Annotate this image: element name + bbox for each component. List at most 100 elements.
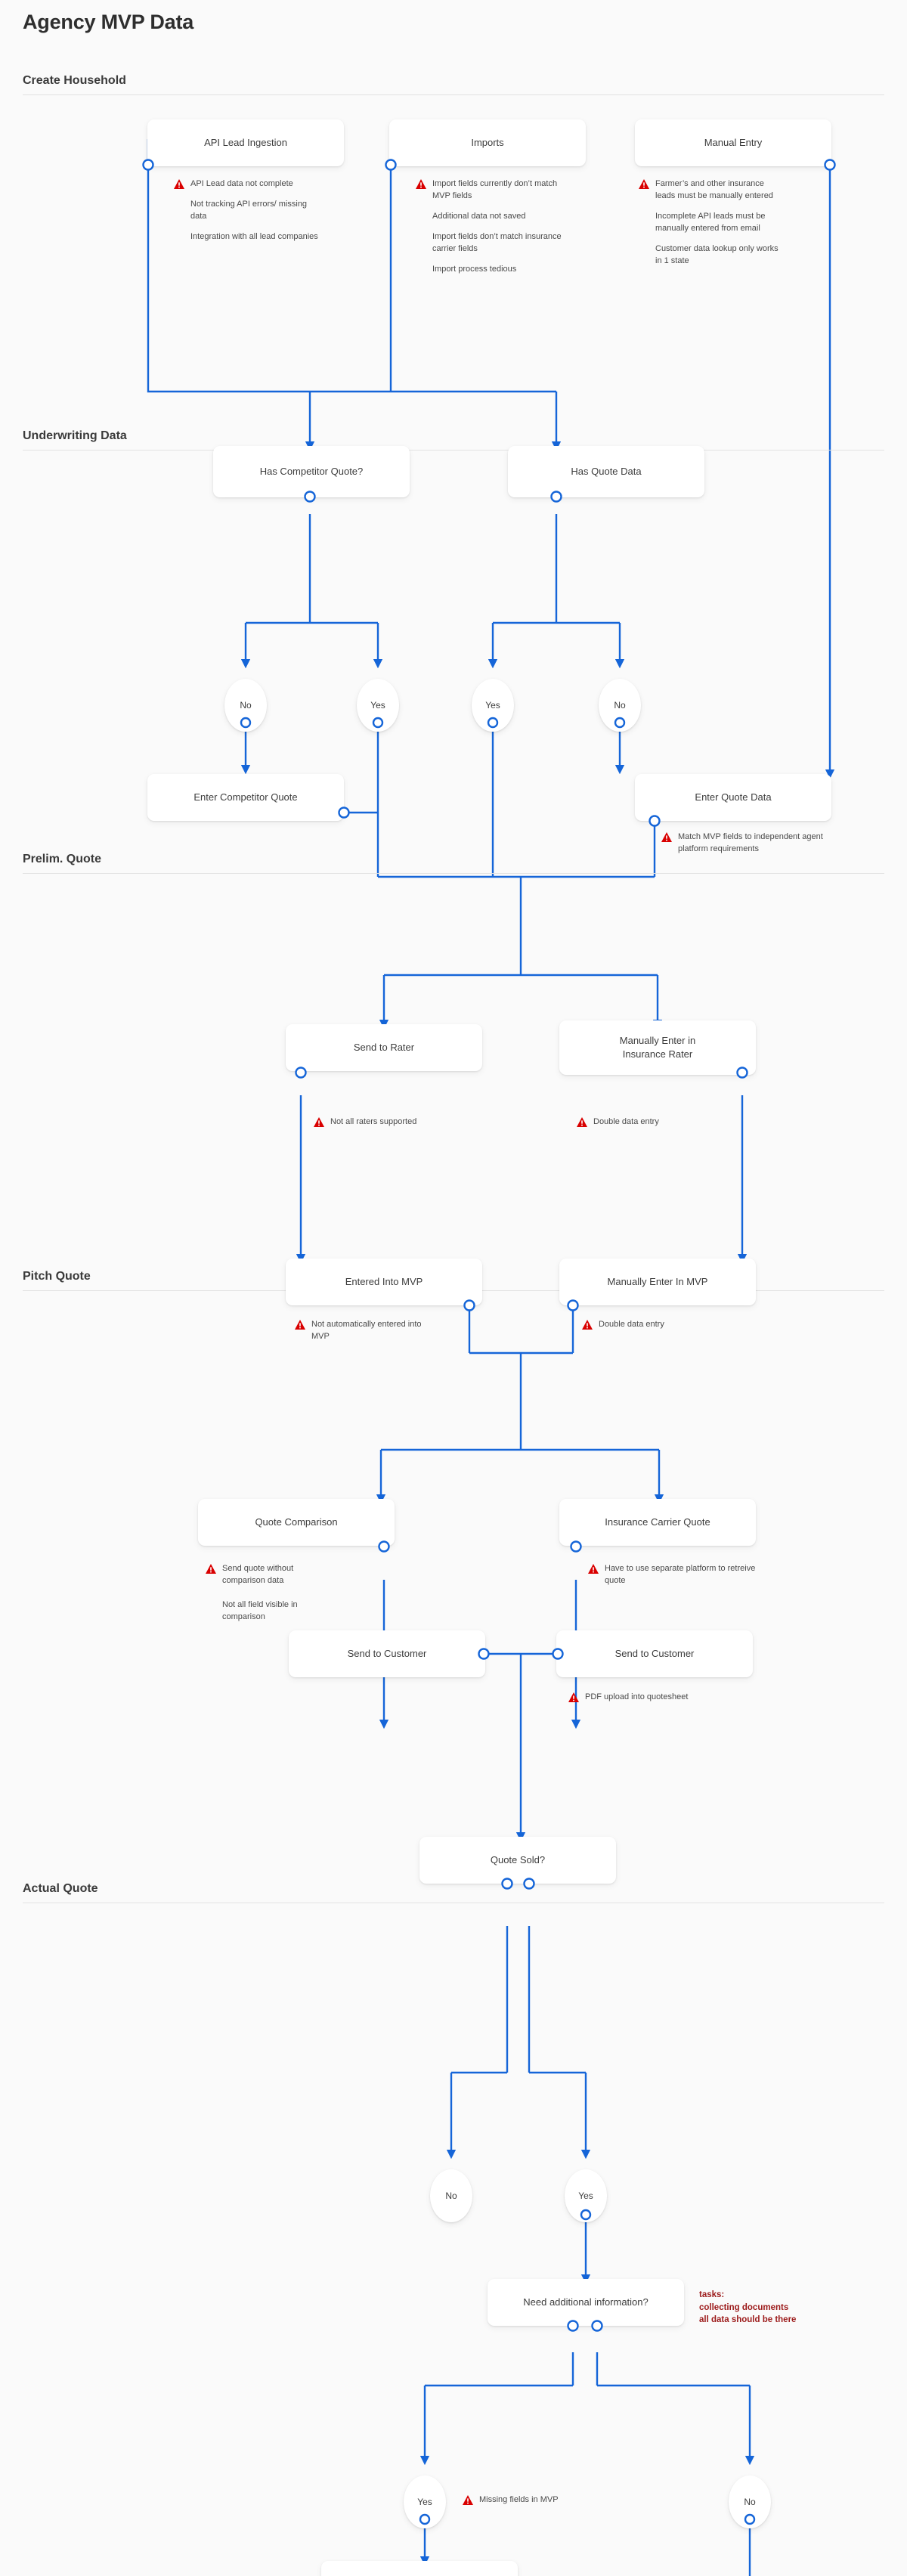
annotation-row: Send quote without comparison data (206, 1563, 334, 1587)
node-label: Quote Comparison (255, 1516, 338, 1528)
warning-triangle-icon (588, 1564, 599, 1574)
node-label: Need additional information? (523, 2296, 649, 2308)
annotation-row: Import fields don’t match insurance carr… (432, 231, 562, 253)
node-manually-enter-in-mvp[interactable]: Manually Enter In MVP (559, 1259, 756, 1305)
node-has-quote-data[interactable]: Has Quote Data (508, 446, 704, 497)
node-label: API Lead Ingestion (204, 137, 287, 149)
warning-triangle-icon (661, 832, 672, 842)
node-label: Send to Customer (347, 1648, 427, 1660)
annotation-row: Not all raters supported (314, 1116, 476, 1129)
node-enter-competitor-quote[interactable]: Enter Competitor Quote (147, 774, 344, 821)
warning-triangle-icon (577, 1117, 587, 1127)
node-decision-no-quotedata[interactable]: No (599, 679, 641, 732)
node-label: Insurance Carrier Quote (605, 1516, 710, 1528)
node-entered-into-mvp[interactable]: Entered Into MVP (286, 1259, 482, 1305)
node-send-to-customer-right[interactable]: Send to Customer (556, 1630, 753, 1677)
tasks-note-line: tasks: (699, 2290, 725, 2299)
node-label: No (240, 700, 252, 711)
node-label: No (614, 700, 626, 711)
section-divider (23, 873, 884, 874)
warning-triangle-icon (582, 1320, 593, 1330)
warning-triangle-icon (568, 1692, 579, 1702)
annotation-row: Farmer’s and other insurance leads must … (639, 178, 786, 203)
annotation-row: Import process tedious (432, 264, 517, 274)
annotations-manually-enter-mvp: Double data entry (582, 1319, 726, 1331)
tasks-note-line: all data should be there (699, 2315, 797, 2325)
annotation-row: Have to use separate platform to retreiv… (588, 1563, 762, 1587)
annotation-row: Incomplete API leads must be manually en… (655, 211, 766, 233)
section-label: Prelim. Quote (23, 853, 102, 865)
node-label: Enter Competitor Quote (193, 791, 298, 803)
annotations-imports: Import fields currently don’t match MVP … (416, 178, 571, 276)
node-label: Enter Quote Data (695, 791, 772, 803)
section-label: Actual Quote (23, 1882, 98, 1895)
annotation-row: Double data entry (577, 1116, 739, 1129)
warning-triangle-icon (314, 1117, 324, 1127)
section-label: Create Household (23, 74, 126, 87)
annotations-send-to-rater: Not all raters supported (314, 1116, 476, 1129)
warning-triangle-icon (463, 2495, 473, 2505)
section-label: Pitch Quote (23, 1270, 91, 1283)
page-title: Agency MVP Data (23, 11, 194, 33)
node-enter-into-mvp[interactable]: Enter Into MVP (321, 2561, 518, 2576)
annotations-insurance-carrier-quote: Have to use separate platform to retreiv… (588, 1563, 762, 1587)
node-label: No (744, 2497, 756, 2507)
node-has-competitor-quote[interactable]: Has Competitor Quote? (213, 446, 410, 497)
node-manually-enter-in-insurance-rater[interactable]: Manually Enter in Insurance Rater (559, 1020, 756, 1075)
node-imports[interactable]: Imports (389, 119, 586, 166)
node-manual-entry[interactable]: Manual Entry (635, 119, 831, 166)
annotation-row: Not all field visible in comparison (222, 1599, 298, 1621)
node-send-to-rater[interactable]: Send to Rater (286, 1024, 482, 1071)
annotation-row: Not tracking API errors/ missing data (190, 199, 308, 221)
annotations-manual-entry: Farmer’s and other insurance leads must … (639, 178, 786, 268)
annotations-manually-enter-rater: Double data entry (577, 1116, 739, 1129)
annotations-need-yes: Missing fields in MVP (463, 2494, 614, 2506)
node-decision-no-competitor[interactable]: No (224, 679, 267, 732)
node-send-to-customer-left[interactable]: Send to Customer (289, 1630, 485, 1677)
node-label-line2: Insurance Rater (622, 1048, 693, 1060)
warning-triangle-icon (416, 179, 426, 189)
annotations-enter-quote-data: Match MVP fields to independent agent pl… (661, 831, 843, 856)
annotation-row: Import fields currently don’t match MVP … (416, 178, 571, 203)
node-decision-sold-no[interactable]: No (430, 2169, 472, 2222)
warning-triangle-icon (295, 1320, 305, 1330)
annotation-row: Customer data lookup only works in 1 sta… (655, 243, 779, 265)
node-label: Yes (417, 2497, 432, 2507)
annotations-entered-into-mvp: Not automatically entered into MVP (295, 1319, 438, 1343)
node-decision-yes-competitor[interactable]: Yes (357, 679, 399, 732)
node-label: Has Competitor Quote? (259, 466, 364, 478)
annotation-row: Additional data not saved (432, 211, 526, 221)
node-label: Yes (578, 2191, 593, 2201)
node-label: Yes (370, 700, 385, 711)
node-label: Send to Rater (353, 1042, 415, 1054)
node-label: Manually Enter In MVP (607, 1276, 708, 1288)
warning-triangle-icon (174, 179, 184, 189)
node-label: Manual Entry (704, 137, 763, 149)
section-label: Underwriting Data (23, 429, 127, 442)
node-label: Imports (471, 137, 504, 149)
node-enter-quote-data[interactable]: Enter Quote Data (635, 774, 831, 821)
node-decision-need-no[interactable]: No (729, 2475, 771, 2528)
node-decision-sold-yes[interactable]: Yes (565, 2169, 607, 2222)
annotations-api-lead: API Lead data not complete Not tracking … (174, 178, 325, 243)
node-decision-need-yes[interactable]: Yes (404, 2475, 446, 2528)
node-insurance-carrier-quote[interactable]: Insurance Carrier Quote (559, 1499, 756, 1546)
annotation-row: Match MVP fields to independent agent pl… (661, 831, 843, 856)
node-decision-yes-quotedata[interactable]: Yes (472, 679, 514, 732)
warning-triangle-icon (639, 179, 649, 189)
annotations-send-to-customer: PDF upload into quotesheet (568, 1692, 742, 1704)
node-api-lead-ingestion[interactable]: API Lead Ingestion (147, 119, 344, 166)
annotation-row: Not automatically entered into MVP (295, 1319, 438, 1343)
node-label: No (445, 2191, 457, 2201)
node-label: Yes (485, 700, 500, 711)
node-need-additional-information[interactable]: Need additional information? (488, 2279, 684, 2326)
tasks-note: tasks: collecting documents all data sho… (699, 2289, 835, 2327)
annotation-row: PDF upload into quotesheet (568, 1692, 742, 1704)
node-label: Quote Sold? (490, 1854, 546, 1866)
node-quote-comparison[interactable]: Quote Comparison (198, 1499, 395, 1546)
node-label: Entered Into MVP (345, 1276, 423, 1288)
warning-triangle-icon (206, 1564, 216, 1574)
node-quote-sold[interactable]: Quote Sold? (419, 1837, 616, 1884)
annotation-row: API Lead data not complete (174, 178, 325, 190)
